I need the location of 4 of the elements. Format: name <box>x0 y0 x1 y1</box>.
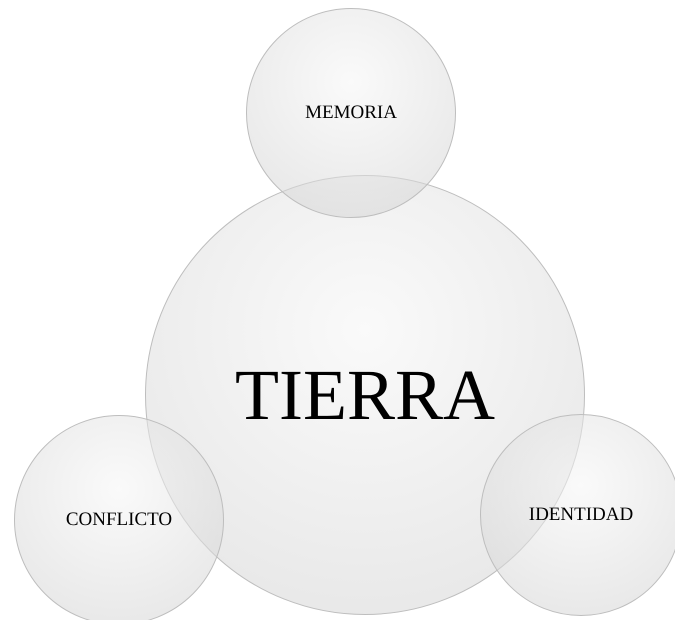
circle-label: MEMORIA <box>305 102 397 124</box>
circle-label: TIERRA <box>235 354 495 436</box>
circle-label: IDENTIDAD <box>528 504 634 526</box>
circle-label: CONFLICTO <box>66 509 172 531</box>
